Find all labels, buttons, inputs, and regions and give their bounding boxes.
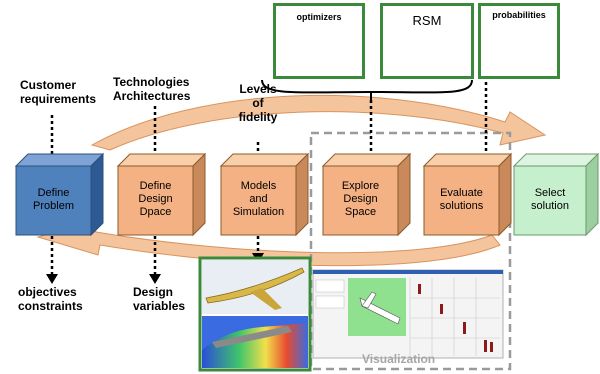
probabilities-panel: probabilities: [478, 3, 560, 79]
simulation-images: [198, 256, 312, 372]
tools-brace: [261, 79, 473, 94]
feedback-arrow-top: [90, 94, 547, 151]
visualization-label: Visualization: [362, 352, 436, 366]
optimizers-panel: optimizers: [273, 3, 365, 79]
visualization-screenshot: [312, 269, 504, 359]
cube-explore-design-space: [321, 152, 412, 237]
cube-models-simulation: [219, 152, 310, 237]
cube-define-design-space: [116, 152, 207, 237]
probabilities-label: probabilities: [492, 10, 546, 20]
visualization-dashed-box: [309, 131, 512, 371]
cube-evaluate-solutions: [422, 152, 513, 237]
optimizers-label: optimizers: [296, 12, 342, 22]
cube-define-problem: [14, 152, 105, 237]
rsm-label: RSM: [412, 13, 442, 28]
cube-select-solution: [512, 152, 600, 237]
rsm-panel: RSM: [380, 3, 474, 79]
